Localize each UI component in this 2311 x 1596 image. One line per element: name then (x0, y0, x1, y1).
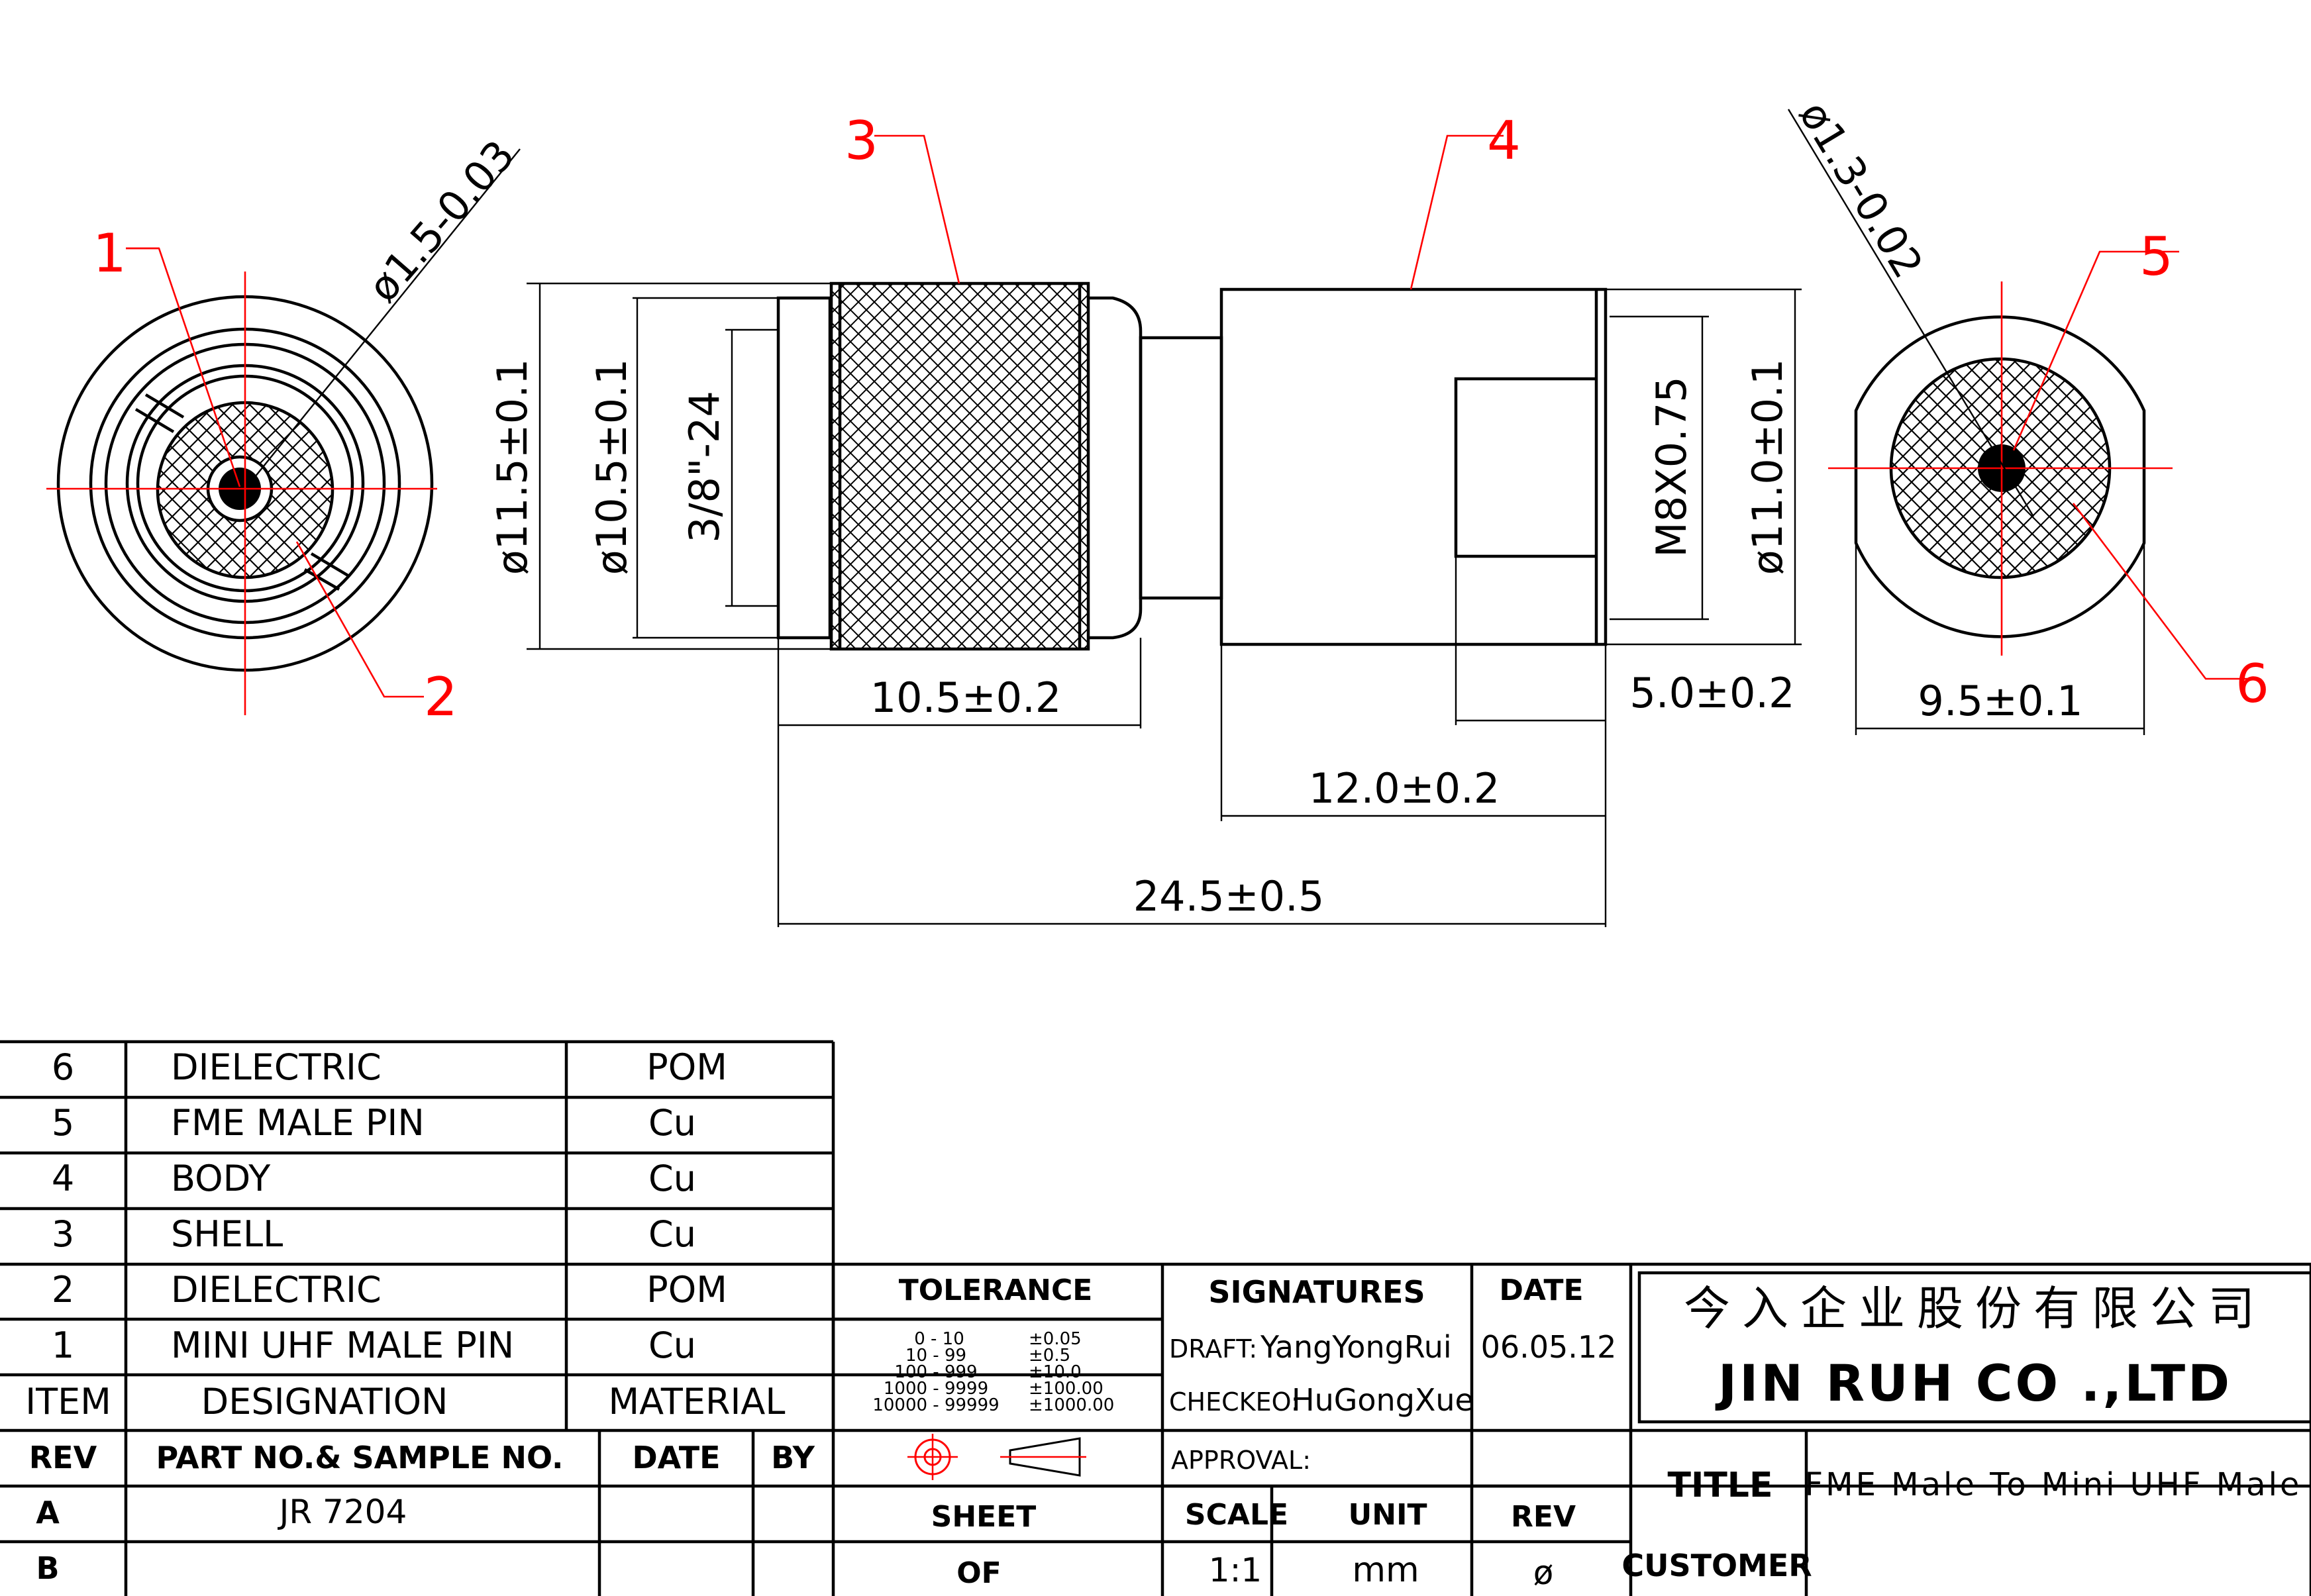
checked-name: HuGongXue (1292, 1382, 1474, 1418)
dim-shell-len: 10.5±0.2 (870, 673, 1062, 722)
bom-designation: SHELL (171, 1213, 283, 1255)
callout-4: 4 (1487, 110, 1521, 172)
dim-right-pin-dia: ø1.3-0.02 (1790, 93, 1933, 286)
rev-label: REV (1511, 1500, 1576, 1534)
bom-item: 6 (52, 1046, 74, 1088)
rev-row-a: A (36, 1495, 60, 1530)
bom-designation: DIELECTRIC (171, 1269, 382, 1311)
tolerance-range: 10000 - 99999 (872, 1395, 999, 1415)
unit-value: mm (1352, 1550, 1419, 1590)
signatures-title: SIGNATURES (1208, 1274, 1425, 1310)
rev-date-header: DATE (632, 1440, 720, 1475)
bom-material: Cu (648, 1213, 696, 1255)
scale-label: SCALE (1185, 1498, 1288, 1532)
draft-label: DRAFT: (1169, 1334, 1257, 1364)
tolerance-value: ±100.00 (1029, 1379, 1104, 1399)
bom-material: Cu (648, 1158, 696, 1199)
dim-total-len: 24.5±0.5 (1133, 872, 1325, 921)
tolerance-range: 10 - 99 (905, 1346, 966, 1366)
tolerance-range: 1000 - 9999 (884, 1379, 988, 1399)
bom-designation: BODY (171, 1158, 271, 1199)
tolerance-value: ±0.5 (1029, 1346, 1070, 1366)
unit-label: UNIT (1349, 1498, 1427, 1532)
company-name-cn: 今入企业股份有限公司 (1684, 1281, 2267, 1336)
part-row-a: JR 7204 (278, 1493, 407, 1531)
dim-knurl-od: ø10.5±0.1 (588, 359, 636, 575)
bom-material: POM (646, 1269, 727, 1311)
tolerance-range: 100 - 999 (894, 1362, 977, 1382)
draft-date: 06.05.12 (1481, 1329, 1617, 1365)
callout-1: 1 (93, 223, 127, 284)
part-header: PART NO.& SAMPLE NO. (156, 1440, 563, 1475)
tolerance-value: ±0.05 (1029, 1329, 1082, 1349)
bom-material: POM (646, 1046, 727, 1088)
bom-header-designation: DESIGNATION (201, 1381, 448, 1422)
title-block-grid (831, 1264, 2311, 1596)
draft-name: YangYongRui (1260, 1329, 1452, 1365)
rev-header: REV (29, 1440, 97, 1475)
bom-header-item: ITEM (25, 1381, 111, 1422)
of-label: OF (956, 1556, 1001, 1590)
title-label: TITLE (1668, 1466, 1773, 1505)
signature-date-header: DATE (1499, 1273, 1583, 1307)
dim-thread-right: M8X0.75 (1647, 376, 1696, 557)
projection-symbol-icon (907, 1434, 1086, 1480)
tolerance-value: ±1000.00 (1029, 1395, 1114, 1415)
callout-6: 6 (2235, 653, 2269, 715)
bom-designation: MINI UHF MALE PIN (171, 1324, 514, 1366)
bom-material: Cu (648, 1324, 696, 1366)
rev-row-b: B (36, 1550, 59, 1586)
dim-right-face-dia: 9.5±0.1 (1918, 677, 2082, 725)
dim-thread-left: 3/8"-24 (680, 391, 729, 543)
right-end-view (1787, 109, 2252, 735)
dim-body-od: ø11.0±0.1 (1743, 359, 1792, 575)
rev-value: ø (1533, 1554, 1554, 1592)
bom-item: 5 (52, 1102, 74, 1144)
tolerance-title: TOLERANCE (899, 1273, 1093, 1307)
bom-header-material: MATERIAL (609, 1381, 786, 1422)
bom-item: 2 (52, 1269, 74, 1311)
callout-3: 3 (845, 110, 878, 172)
bom-item: 1 (52, 1324, 74, 1366)
bom-designation: FME MALE PIN (171, 1102, 425, 1144)
dim-left-pin-dia: ø1.5-0.03 (358, 131, 524, 311)
dim-body-len: 12.0±0.2 (1309, 764, 1500, 813)
bom-material: Cu (648, 1102, 696, 1144)
bom-item: 4 (52, 1158, 74, 1199)
callout-2: 2 (424, 666, 458, 728)
bom-designation: DIELECTRIC (171, 1046, 382, 1088)
title-value: FME Male To Mini UHF Male (1805, 1466, 2302, 1503)
customer-label: CUSTOMER (1621, 1548, 1812, 1583)
approval-label: APPROVAL: (1171, 1446, 1311, 1475)
dim-bore-len: 5.0±0.2 (1629, 669, 1794, 717)
dim-shell-od: ø11.5±0.1 (488, 359, 537, 575)
by-header: BY (771, 1440, 815, 1475)
company-name-en: JIN RUH CO .,LTD (1715, 1354, 2232, 1413)
checked-label: CHECKEO: (1169, 1387, 1300, 1417)
bom-item: 3 (52, 1213, 74, 1255)
callout-5: 5 (2139, 226, 2173, 287)
side-view (527, 134, 1802, 927)
tolerance-value: ±10.0 (1029, 1362, 1082, 1382)
scale-value: 1:1 (1209, 1551, 1262, 1589)
left-end-view (46, 148, 521, 715)
sheet-label: SHEET (931, 1500, 1037, 1534)
tolerance-range: 0 - 10 (914, 1329, 964, 1349)
